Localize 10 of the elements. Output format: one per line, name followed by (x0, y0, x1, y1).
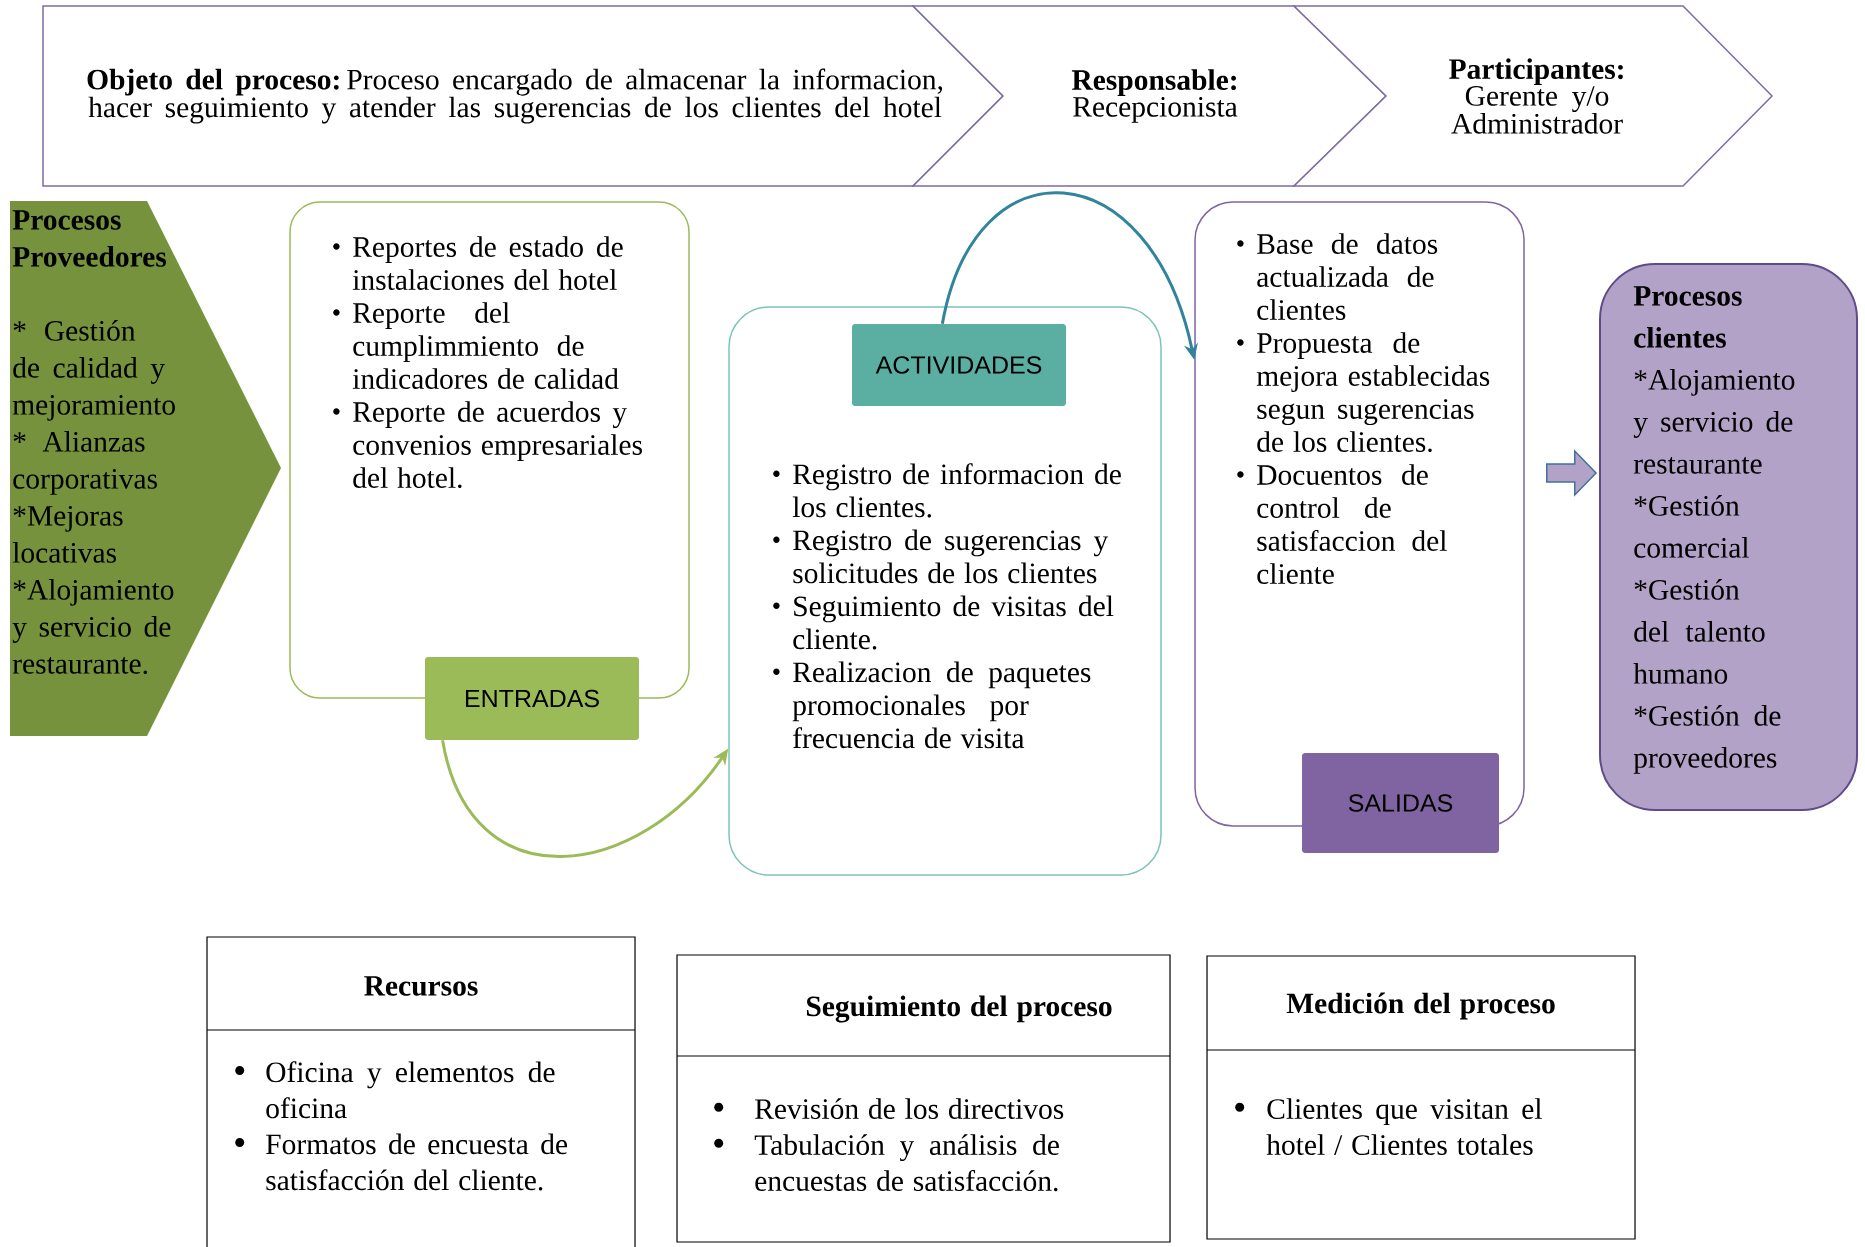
label-tab: ENTRADAS (425, 657, 639, 740)
table-box: Recursos Oficina y elementos de oficina Formatos de encuesta de satisfacción del cliente. (206, 936, 636, 1247)
label-tab: ACTIVIDADES (852, 324, 1066, 406)
table-box: Seguimiento del proceso Revisión de los directivos Tabulación y análisis de encuestas de satisfacción. (676, 954, 1171, 1243)
table-box: Medición del proceso Clientes que visitan el hotel / Clientes totales (1206, 955, 1636, 1240)
label-tab: SALIDAS (1302, 753, 1499, 853)
rounded-box: Procesos clientes *Alojamiento y servicio de restaurante *Gestión comercial *Gestión del talento humano *Gestión de proveedores (1599, 263, 1859, 811)
chevron-banner: Participantes: Gerente y/o Administrador (1292, 5, 1774, 187)
chevron-banner: Objeto del proceso: Proceso encargado de almacenar la informacion, hacer seguimiento y atender las sugerencias de los clientes del hotel (42, 5, 1005, 187)
block-arrow (1546, 449, 1598, 497)
